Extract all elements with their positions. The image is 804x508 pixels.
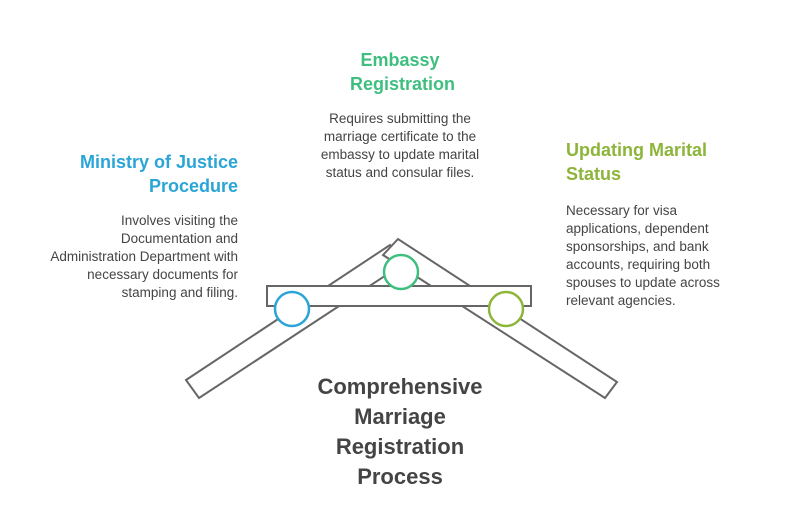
- ministry-description: Involves visiting the Documentation and …: [50, 213, 238, 300]
- middle-circle-icon: [382, 253, 420, 291]
- ministry-block: Ministry of Justice Procedure Involves v…: [40, 150, 238, 302]
- marital-status-description: Necessary for visa applications, depende…: [566, 203, 720, 308]
- marital-status-title: Updating Marital Status: [566, 140, 708, 184]
- marital-status-block: Updating Marital Status Necessary for vi…: [566, 138, 766, 310]
- left-circle-icon: [273, 290, 311, 328]
- main-title: Comprehensive Marriage Registration Proc…: [317, 374, 483, 489]
- embassy-title: Embassy Registration: [350, 50, 456, 94]
- right-circle-icon: [487, 290, 525, 328]
- horizontal-plank: [266, 285, 532, 307]
- embassy-description: Requires submitting the marriage certifi…: [320, 111, 480, 180]
- embassy-block: Embassy Registration Requires submitting…: [300, 48, 500, 182]
- ministry-title: Ministry of Justice Procedure: [79, 152, 238, 196]
